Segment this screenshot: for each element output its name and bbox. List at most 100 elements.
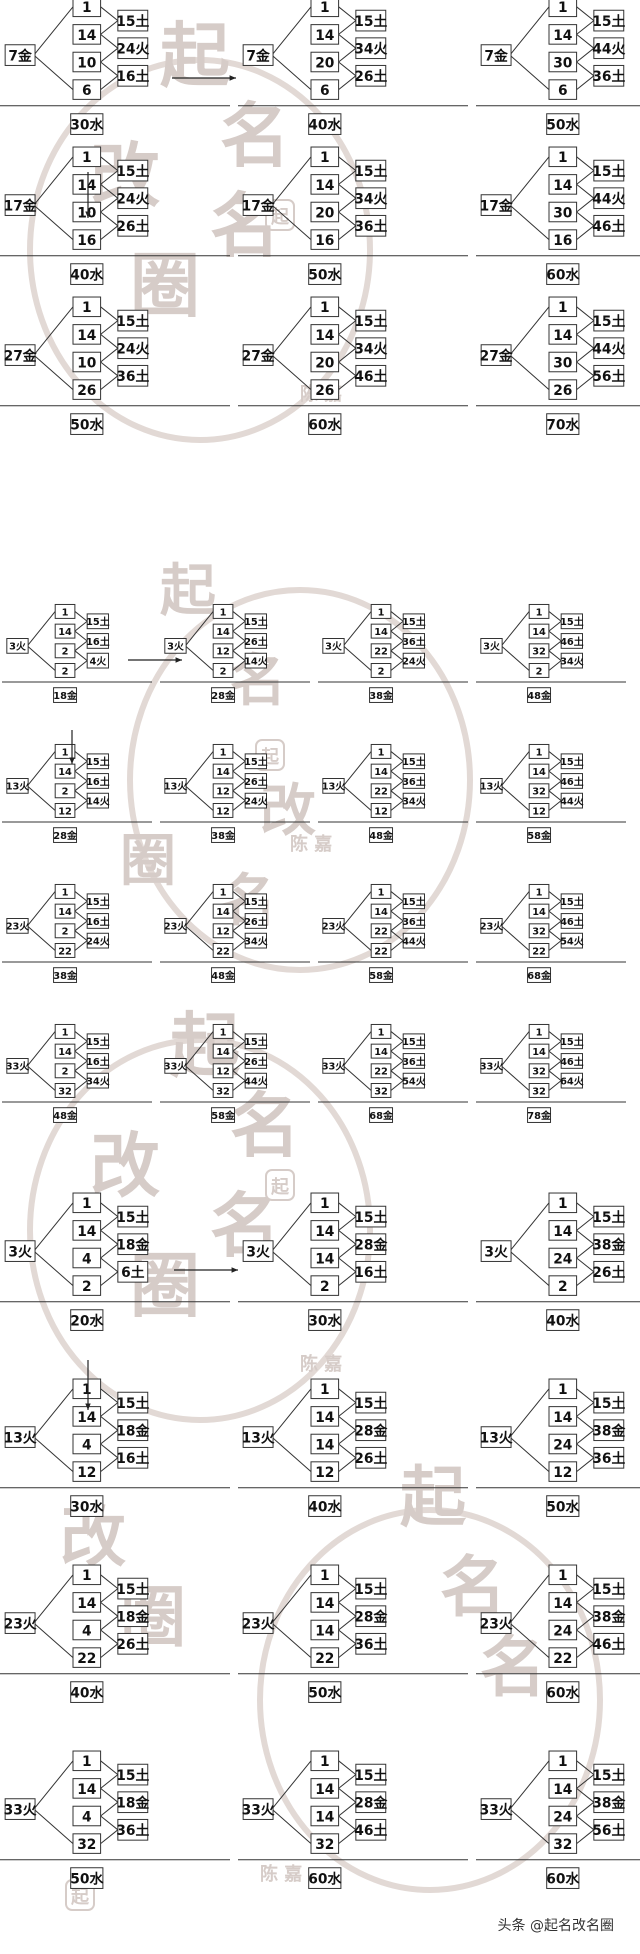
result-box-label: 24火 — [402, 655, 426, 667]
number-box-label: 32 — [532, 1067, 546, 1078]
bottom-result-box: 28金 — [53, 827, 78, 843]
result-box-label: 18金 — [116, 1423, 149, 1440]
result-box: 15土 — [592, 1763, 625, 1786]
result-box: 15土 — [354, 1205, 387, 1228]
result-box-label: 26土 — [354, 1450, 387, 1467]
number-box: 4 — [72, 1433, 102, 1455]
number-box-label: 1 — [558, 150, 568, 166]
bottom-result-box-label: 28金 — [53, 829, 77, 842]
connector-line — [576, 1801, 595, 1817]
number-box: 2 — [54, 923, 76, 939]
number-box-label: 14 — [315, 1809, 334, 1825]
number-box-label: 2 — [558, 1279, 568, 1295]
result-box-label: 16土 — [116, 68, 149, 85]
connector-line — [184, 785, 214, 811]
connector-line — [271, 6, 312, 56]
bottom-result-box-label: 50水 — [70, 1870, 103, 1887]
result-box-label: 36土 — [354, 1636, 387, 1653]
connector-line — [500, 645, 530, 671]
number-box-label: 24 — [553, 1623, 572, 1639]
bottom-result-box-label: 50水 — [308, 266, 341, 283]
connector-line — [271, 354, 312, 390]
number-box: 24 — [548, 1619, 578, 1641]
number-box-label: 14 — [216, 627, 230, 638]
connector-line — [74, 770, 88, 782]
left-element-box: 17金 — [4, 194, 37, 216]
number-box: 22 — [370, 783, 392, 799]
connector-line — [271, 1250, 312, 1286]
number-box: 2 — [212, 663, 234, 678]
number-box: 14 — [310, 1220, 340, 1241]
connector-line — [232, 1040, 246, 1052]
connector-line — [509, 1574, 550, 1624]
svg-text:起: 起 — [70, 1886, 90, 1908]
connector-line — [576, 225, 595, 240]
connector-line — [342, 751, 372, 787]
connector-line — [390, 800, 404, 811]
connector-line — [338, 225, 357, 240]
result-box-label: 34火 — [86, 1075, 110, 1087]
result-box: 4火 — [86, 652, 109, 669]
number-box-label: 14 — [315, 1437, 334, 1453]
flow-arrow — [85, 1360, 91, 1410]
connector-line — [576, 6, 595, 21]
number-box: 12 — [72, 1461, 102, 1482]
result-box-label: 46土 — [592, 1636, 625, 1653]
number-box-label: 2 — [62, 666, 69, 677]
connector-line — [33, 1574, 74, 1624]
left-element-box: 23火 — [322, 918, 345, 934]
number-box: 14 — [212, 763, 234, 779]
connector-line — [576, 306, 595, 321]
result-box: 15土 — [354, 1763, 387, 1786]
result-box: 36土 — [116, 364, 149, 387]
connector-line — [338, 1615, 357, 1631]
connector-line — [184, 891, 214, 927]
number-box-label: 1 — [378, 887, 385, 898]
connector-line — [100, 1829, 119, 1844]
number-box-label: 1 — [320, 1754, 330, 1770]
number-box: 2 — [370, 663, 392, 678]
result-box: 15土 — [116, 309, 149, 332]
connector-line — [338, 20, 357, 35]
connector-line — [390, 760, 404, 772]
connector-line — [100, 347, 119, 363]
number-box-label: 14 — [77, 28, 96, 44]
number-box: 6 — [310, 79, 340, 100]
number-box-label: 32 — [315, 1837, 334, 1853]
number-box: 2 — [54, 1063, 76, 1079]
result-box-label: 38金 — [592, 1795, 625, 1812]
number-box-label: 1 — [558, 1754, 568, 1770]
result-box-label: 16土 — [86, 915, 110, 928]
left-element-box-label: 23火 — [242, 1616, 275, 1632]
connector-line — [232, 780, 246, 792]
connector-line — [271, 1760, 312, 1810]
number-box: 1 — [310, 1192, 340, 1214]
bottom-result-box-label: 60水 — [546, 1870, 579, 1887]
connector-line — [338, 156, 357, 171]
number-box: 14 — [548, 1592, 578, 1613]
connector-line — [271, 306, 312, 356]
result-box-label: 15土 — [86, 895, 110, 908]
number-box: 22 — [370, 643, 392, 659]
result-box: 26土 — [354, 64, 387, 87]
connector-line — [271, 204, 312, 240]
result-box: 34火 — [354, 187, 387, 210]
watermark-seal: 起 — [265, 1169, 295, 1201]
connector-line — [74, 940, 88, 951]
result-box-label: 16土 — [86, 775, 110, 788]
bottom-result-box-label: 38金 — [53, 969, 77, 982]
connector-line — [509, 1202, 550, 1252]
connector-line — [184, 1031, 214, 1067]
result-box: 44火 — [592, 37, 625, 60]
connector-line — [338, 1443, 357, 1459]
connector-line — [548, 900, 562, 912]
number-box: 32 — [548, 1833, 578, 1854]
connector-line — [100, 320, 119, 335]
number-box-label: 2 — [62, 1067, 69, 1078]
connector-line — [100, 61, 119, 77]
number-box: 1 — [548, 1378, 578, 1400]
result-box: 46土 — [354, 1818, 387, 1841]
number-box-label: 14 — [77, 1782, 96, 1798]
